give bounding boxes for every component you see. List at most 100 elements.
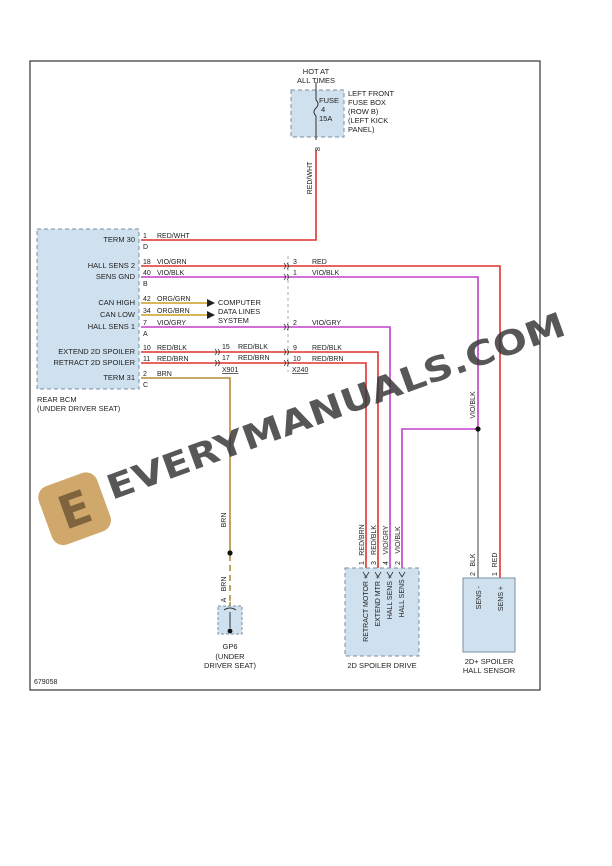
bcm-wire-label: VIO/BLK: [157, 270, 185, 277]
sensor-name-2: HALL SENSOR: [463, 666, 516, 675]
bcm-conn-letter: B: [143, 281, 148, 288]
wire-vio-blk-to-drive: [401, 428, 478, 578]
splice-brn: [227, 550, 233, 556]
fuse-box-outline: [290, 89, 345, 138]
fuse-location-4: (LEFT KICK: [348, 116, 388, 125]
hot-at-title-2: ALL TIMES: [297, 76, 335, 85]
bcm-pin-number: 18: [143, 259, 151, 266]
bcm-pin-label: HALL SENS 1: [88, 322, 135, 331]
vio-blk-vertical: VIO/BLK: [470, 391, 477, 419]
hot-at-title-1: HOT AT: [303, 67, 330, 76]
drive-wire-label: VIO/BLK: [395, 526, 402, 554]
bcm-pin-number: 40: [143, 270, 151, 277]
drive-pin-arrow: [362, 571, 370, 578]
bcm-pin-number: 10: [143, 345, 151, 352]
connector-ticks: [214, 262, 289, 367]
bcm-wire-label: VIO/GRN: [157, 259, 187, 266]
drive-outline: [344, 567, 420, 657]
fuse-label: FUSE: [319, 96, 339, 105]
fuse-symbol: [313, 92, 319, 140]
bcm-pin-label: CAN LOW: [100, 310, 136, 319]
splice-vio-blk: [475, 426, 481, 432]
fuse-location-1: LEFT FRONT: [348, 89, 395, 98]
bcm-name-1: REAR BCM: [37, 395, 77, 404]
wire-red-wht: [141, 150, 317, 241]
bcm-pin-label: HALL SENS 2: [88, 261, 135, 270]
fuse-amps: 15A: [319, 114, 332, 123]
bcm-pin-label: CAN HIGH: [98, 298, 135, 307]
drive-pin-function: HALL SENS +: [387, 575, 394, 619]
drive-pin-function: RETRACT MOTOR +: [363, 575, 370, 642]
x240-wire: RED: [312, 259, 327, 266]
bcm-wire-label: RED/BLK: [157, 345, 187, 352]
drive-pin-number: 3: [371, 561, 378, 565]
ground-wire: BRN: [221, 577, 228, 592]
ground-loc-1: (UNDER: [215, 652, 245, 661]
can-low-arrow: [207, 311, 215, 319]
x240-wire: RED/BRN: [312, 356, 344, 363]
bcm-conn-letter: A: [143, 331, 148, 338]
fuse-location-2: FUSE BOX: [348, 98, 386, 107]
bcm-pin-number: 34: [143, 308, 151, 315]
x240-wire: VIO/BLK: [312, 270, 340, 277]
sensor-wire-label: BLK: [470, 553, 477, 567]
bcm-wire-label: BRN: [157, 371, 172, 378]
bcm-pin-label: TERM 31: [103, 373, 135, 382]
drive-pin-arrow: [398, 571, 406, 578]
bcm-pin-number: 11: [143, 356, 150, 363]
drive-wire-label: RED/BRN: [359, 524, 366, 556]
ground-symbol: [223, 607, 237, 628]
bcm-pin-number: 7: [143, 320, 147, 327]
x901-wire-2: RED/BRN: [238, 355, 270, 362]
wires: [141, 150, 501, 612]
drive-pin-arrow: [386, 571, 394, 578]
drive-pin-number: 1: [359, 561, 366, 565]
drive-pin-function: HALL SENS -: [399, 574, 406, 617]
ground-loc-2: DRIVER SEAT): [204, 661, 256, 670]
diagram-id: 679058: [34, 679, 57, 686]
bcm-pin-label: RETRACT 2D SPOILER: [53, 358, 135, 367]
drive-pin-number: 2: [395, 561, 402, 565]
watermark-logo-icon: [38, 472, 111, 546]
bcm-conn-letter: D: [143, 244, 148, 251]
x240-wire: RED/BLK: [312, 345, 342, 352]
ground-eyelet: [227, 628, 233, 634]
sensor-pin-function: SENS -: [476, 585, 483, 609]
x240-label: X240: [292, 367, 308, 374]
x240-pin: 2: [293, 320, 297, 327]
ground-gp6: BRN A GP6 (UNDER DRIVER SEAT): [204, 577, 256, 670]
bcm-wire-label: RED/WHT: [157, 233, 190, 240]
bcm-wire-label: ORG/GRN: [157, 296, 190, 303]
x901-pin-15: 15: [222, 344, 230, 351]
bcm-pin-label: EXTEND 2D SPOILER: [58, 347, 135, 356]
fuse-wire-label: RED/WHT: [307, 161, 314, 194]
sensor-pin-number: 2: [470, 572, 477, 576]
wire-hall-sens-2: [141, 265, 501, 578]
fuse-pin: 8: [315, 147, 322, 151]
bcm-pin-number: 2: [143, 371, 147, 378]
bcm-wire-label: VIO/GRY: [157, 320, 186, 327]
wire-retract: [141, 362, 367, 578]
fuse-number: 4: [321, 105, 325, 114]
drive-wire-label: VIO/GRY: [383, 525, 390, 554]
bcm-name-2: (UNDER DRIVER SEAT): [37, 404, 121, 413]
x901-pin-17: 17: [222, 355, 230, 362]
sensor-outline: [462, 577, 516, 653]
bcm-pin-label: TERM 30: [103, 235, 135, 244]
wire-term-31: [141, 377, 231, 553]
x240-pin: 1: [293, 270, 297, 277]
x240-pin: 10: [293, 356, 301, 363]
x901-label: X901: [222, 367, 238, 374]
bcm-wire-labels: RED/WHTVIO/GRNVIO/BLKORG/GRNORG/BRNVIO/G…: [157, 233, 190, 378]
brn-vertical: BRN: [221, 513, 228, 528]
bcm-pin-label: SENS GND: [96, 272, 136, 281]
drive-wire-label: RED/BLK: [371, 525, 378, 555]
fuse-box: 8 HOT AT ALL TIMES FUSE 4 15A LEFT FRONT…: [290, 67, 395, 194]
